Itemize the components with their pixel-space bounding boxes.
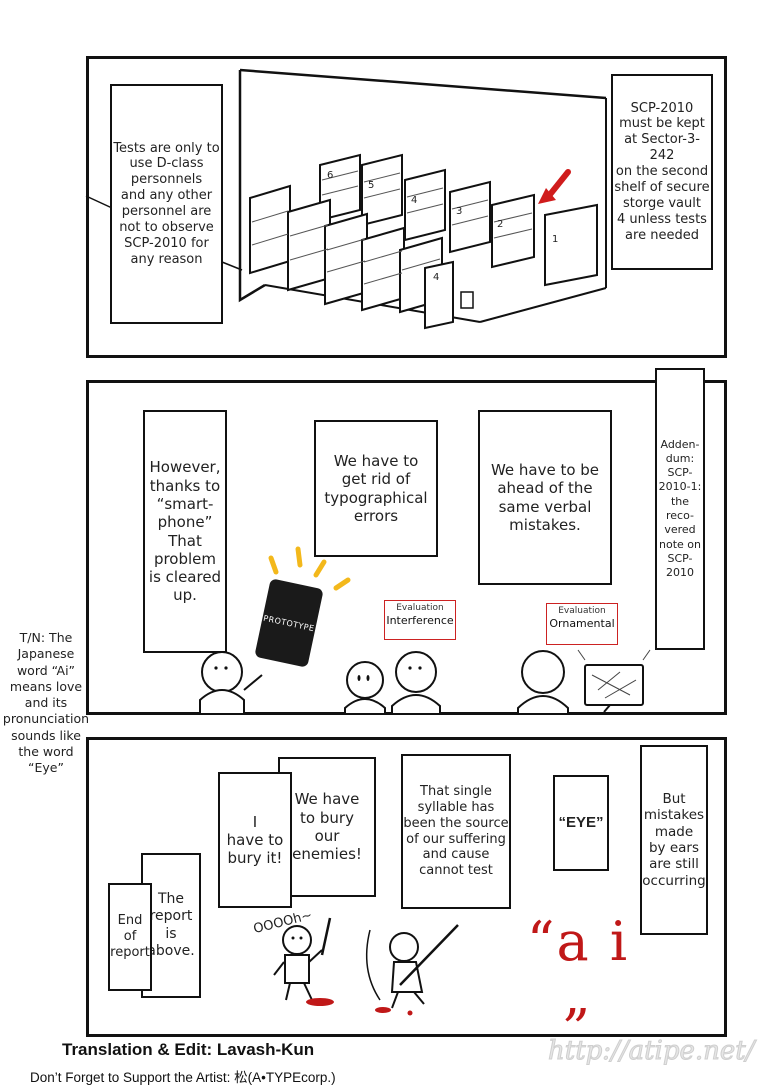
shelf-number-5: 5 <box>368 180 375 191</box>
bury-it-bubble: I have to bury it! <box>218 772 292 908</box>
addendum-note: Adden- dum: SCP- 2010-1: the reco- vered… <box>655 368 705 650</box>
red-arrow-icon <box>538 188 556 204</box>
door-number: 4 <box>433 272 440 283</box>
eye-bubble: “EYE” <box>553 775 609 871</box>
rule-note: Tests are only to use D-class personnels… <box>110 84 223 324</box>
evaluation-interference-tag: Evaluation Interference <box>384 600 456 640</box>
single-syllable-bubble: That single syllable has been the source… <box>401 754 511 909</box>
vault-room-drawing <box>85 68 607 330</box>
containment-note: SCP-2010 must be kept at Sector-3-242 on… <box>611 74 713 270</box>
translation-credit: Translation & Edit: Lavash-Kun <box>62 1040 315 1059</box>
shelf-number-4: 4 <box>411 195 418 206</box>
verbal-mistakes-bubble: We have to be ahead of the same verbal m… <box>478 410 612 585</box>
translator-note: T/N: The Japanese word “Ai” means love a… <box>2 630 90 775</box>
ai-handwritten-text: “a i „ <box>526 910 630 1027</box>
end-of-report-bubble: End of report <box>108 883 152 991</box>
watermark-url: http://atipe.net/ <box>547 1036 755 1067</box>
bury-enemies-bubble: We have to bury our enemies! <box>278 757 376 897</box>
shelf-number-1: 1 <box>552 234 559 245</box>
typo-bubble: We have to get rid of typographical erro… <box>314 420 438 557</box>
shelf-number-2: 2 <box>497 219 504 230</box>
smartphone-bubble: However, thanks to “smart- phone” That p… <box>143 410 227 653</box>
artist-support-credit: Don’t Forget to Support the Artist: 松(A•… <box>30 1070 336 1085</box>
mistakes-by-ears-bubble: But mistakes made by ears are still occu… <box>640 745 708 935</box>
shelf-number-6: 6 <box>327 170 334 181</box>
evaluation-ornamental-tag: Evaluation Ornamental <box>546 603 618 645</box>
shelf-number-3: 3 <box>456 206 463 217</box>
